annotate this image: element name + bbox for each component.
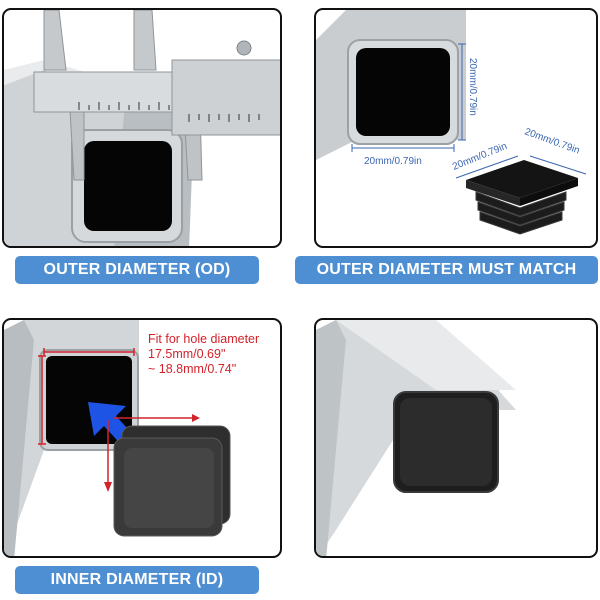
hole-diameter-note-line1: Fit for hole diameter (148, 332, 260, 346)
hole-diameter-note-line2: 17.5mm/0.69" (148, 347, 226, 361)
tube-inner-hole-with-plug-image (4, 320, 231, 556)
label-outer-diameter: OUTER DIAMETER (OD) (15, 256, 259, 284)
caliper-measuring-tube-image (4, 10, 280, 246)
panel-outer-diameter-match: 20mm/0.79in 20mm/0.79in 20mm/0.79in 20mm… (314, 8, 598, 248)
dim-label-cap-right: 20mm/0.79in (523, 126, 581, 156)
hole-diameter-note-line3: ~ 18.8mm/0.74" (148, 362, 237, 376)
label-inner-diameter: INNER DIAMETER (ID) (15, 566, 259, 594)
panel-outer-diameter (2, 8, 282, 248)
label-outer-diameter-match: OUTER DIAMETER MUST MATCH (295, 256, 598, 284)
panel-installed-cap (314, 318, 598, 558)
panel-inner-diameter: Fit for hole diameter 17.5mm/0.69" ~ 18.… (2, 318, 282, 558)
tube-with-installed-cap-image (316, 320, 516, 556)
dim-label-width: 20mm/0.79in (364, 156, 422, 167)
dim-label-cap-left: 20mm/0.79in (451, 141, 509, 173)
dim-label-height: 20mm/0.79in (467, 58, 478, 116)
tube-and-end-cap-image: 20mm/0.79in 20mm/0.79in 20mm/0.79in 20mm… (316, 10, 587, 235)
